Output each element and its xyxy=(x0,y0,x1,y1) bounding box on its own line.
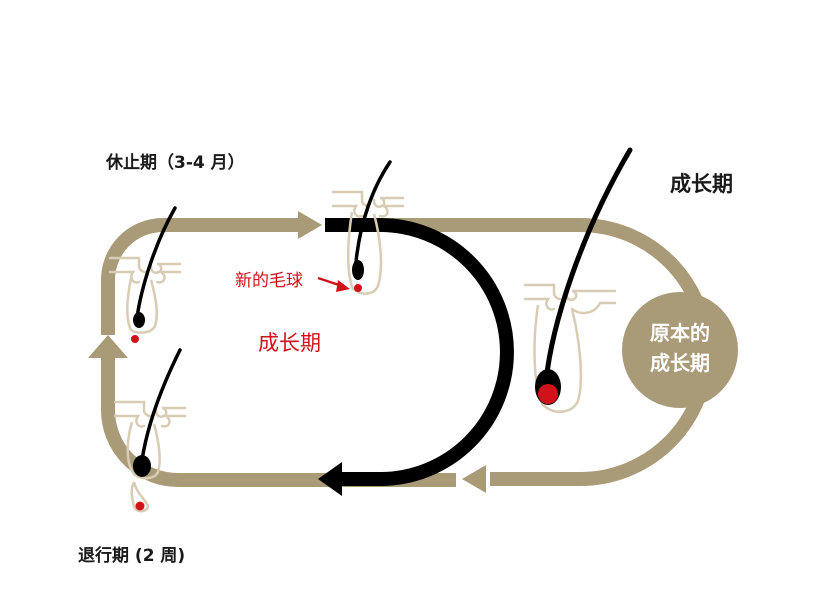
original-growth-line1: 原本的 xyxy=(650,321,710,345)
resting-follicle xyxy=(108,206,182,343)
new-hair-follicle xyxy=(331,160,405,295)
new-cycle-track xyxy=(318,218,514,496)
new-bulb-label: 新的毛球 xyxy=(235,271,303,291)
regression-follicle xyxy=(113,348,187,513)
regression-phase-label: 退行期 (2 周) xyxy=(78,546,186,566)
arrow-left-black xyxy=(318,462,342,496)
arrow-up-left xyxy=(88,335,128,358)
hair-shaft xyxy=(354,160,392,264)
original-growth-label: 原本的 成长期 xyxy=(622,318,738,378)
arrow-right-top xyxy=(298,211,322,239)
arrow-left-bottom xyxy=(462,465,486,493)
dermal-papilla-dot xyxy=(135,501,145,511)
hair-shaft xyxy=(135,206,177,320)
dermal-papilla-dot xyxy=(538,384,558,404)
dermal-papilla-dot xyxy=(131,335,139,343)
hair-shaft xyxy=(543,147,633,384)
hair-shaft xyxy=(140,348,182,462)
new-bulb-dot xyxy=(354,284,362,292)
new-bulb-pointer xyxy=(317,276,350,292)
original-growth-line2: 成长期 xyxy=(650,351,710,375)
growth-phase-label-center: 成长期 xyxy=(258,331,321,355)
resting-phase-label: 休止期（3-4 月） xyxy=(106,153,245,173)
original-growth-follicle xyxy=(523,147,633,413)
original-growth-badge xyxy=(622,292,738,408)
growth-phase-label-top: 成长期 xyxy=(670,172,733,196)
